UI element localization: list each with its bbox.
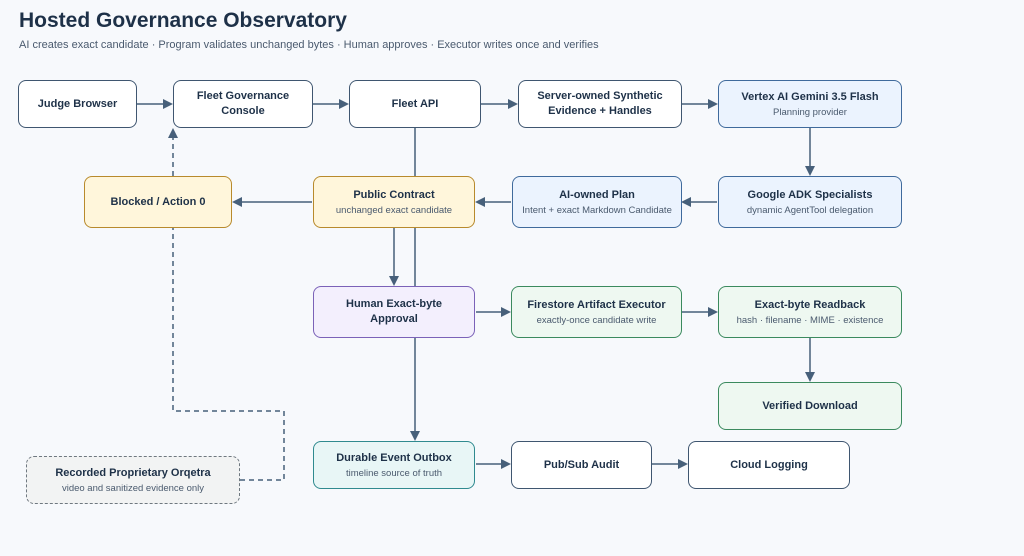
- pubsub-node: Pub/Sub Audit: [511, 441, 652, 489]
- ai-plan-node: AI-owned Plan Intent + exact Markdown Ca…: [512, 176, 682, 228]
- adk-specialists-subtitle: dynamic AgentTool delegation: [746, 205, 874, 216]
- judge-browser-title: Judge Browser: [37, 97, 118, 110]
- public-contract-subtitle: unchanged exact candidate: [335, 205, 453, 216]
- firestore-executor-node: Firestore Artifact Executor exactly-once…: [511, 286, 682, 338]
- human-approval-node: Human Exact-byte Approval: [313, 286, 475, 338]
- vertex-ai-node: Vertex AI Gemini 3.5 Flash Planning prov…: [718, 80, 902, 128]
- ai-plan-title: AI-owned Plan: [559, 189, 635, 201]
- synthetic-evidence-node: Server-owned Synthetic Evidence + Handle…: [518, 80, 682, 128]
- verified-download-node: Verified Download: [718, 382, 902, 430]
- verified-download-title: Verified Download: [762, 399, 858, 412]
- human-approval-title: Human Exact-byte Approval: [346, 298, 442, 325]
- adk-specialists-title: Google ADK Specialists: [747, 189, 873, 201]
- ai-plan-subtitle: Intent + exact Markdown Candidate: [522, 205, 672, 216]
- cloud-logging-node: Cloud Logging: [688, 441, 850, 489]
- recorded-orqetra-subtitle: video and sanitized evidence only: [61, 483, 205, 494]
- adk-specialists-node: Google ADK Specialists dynamic AgentTool…: [718, 176, 902, 228]
- pubsub-title: Pub/Sub Audit: [543, 458, 620, 471]
- cloud-logging-title: Cloud Logging: [730, 458, 808, 471]
- readback-title: Exact-byte Readback: [754, 299, 866, 311]
- blocked-node: Blocked / Action 0: [84, 176, 232, 228]
- event-outbox-title: Durable Event Outbox: [336, 452, 452, 464]
- recorded-orqetra-title: Recorded Proprietary Orqetra: [55, 467, 211, 479]
- judge-browser-node: Judge Browser: [18, 80, 137, 128]
- readback-subtitle: hash · filename · MIME · existence: [736, 315, 884, 326]
- edge-recorded-console: [168, 128, 285, 481]
- synthetic-evidence-title: Server-owned Synthetic Evidence + Handle…: [537, 90, 663, 117]
- event-outbox-subtitle: timeline source of truth: [345, 468, 443, 479]
- fleet-console-title: Fleet Governance Console: [196, 90, 290, 117]
- fleet-console-node: Fleet Governance Console: [173, 80, 313, 128]
- vertex-ai-title: Vertex AI Gemini 3.5 Flash: [741, 91, 879, 103]
- event-outbox-node: Durable Event Outbox timeline source of …: [313, 441, 475, 489]
- public-contract-title: Public Contract: [353, 189, 435, 201]
- readback-node: Exact-byte Readback hash · filename · MI…: [718, 286, 902, 338]
- public-contract-node: Public Contract unchanged exact candidat…: [313, 176, 475, 228]
- firestore-executor-subtitle: exactly-once candidate write: [536, 315, 657, 326]
- firestore-executor-title: Firestore Artifact Executor: [527, 299, 666, 311]
- page-subtitle: AI creates exact candidate · Program val…: [19, 39, 599, 51]
- page-title: Hosted Governance Observatory: [19, 9, 347, 32]
- vertex-ai-subtitle: Planning provider: [773, 107, 847, 118]
- recorded-orqetra-node: Recorded Proprietary Orqetra video and s…: [26, 456, 240, 504]
- blocked-title: Blocked / Action 0: [110, 195, 206, 208]
- fleet-api-node: Fleet API: [349, 80, 481, 128]
- fleet-api-title: Fleet API: [391, 97, 439, 110]
